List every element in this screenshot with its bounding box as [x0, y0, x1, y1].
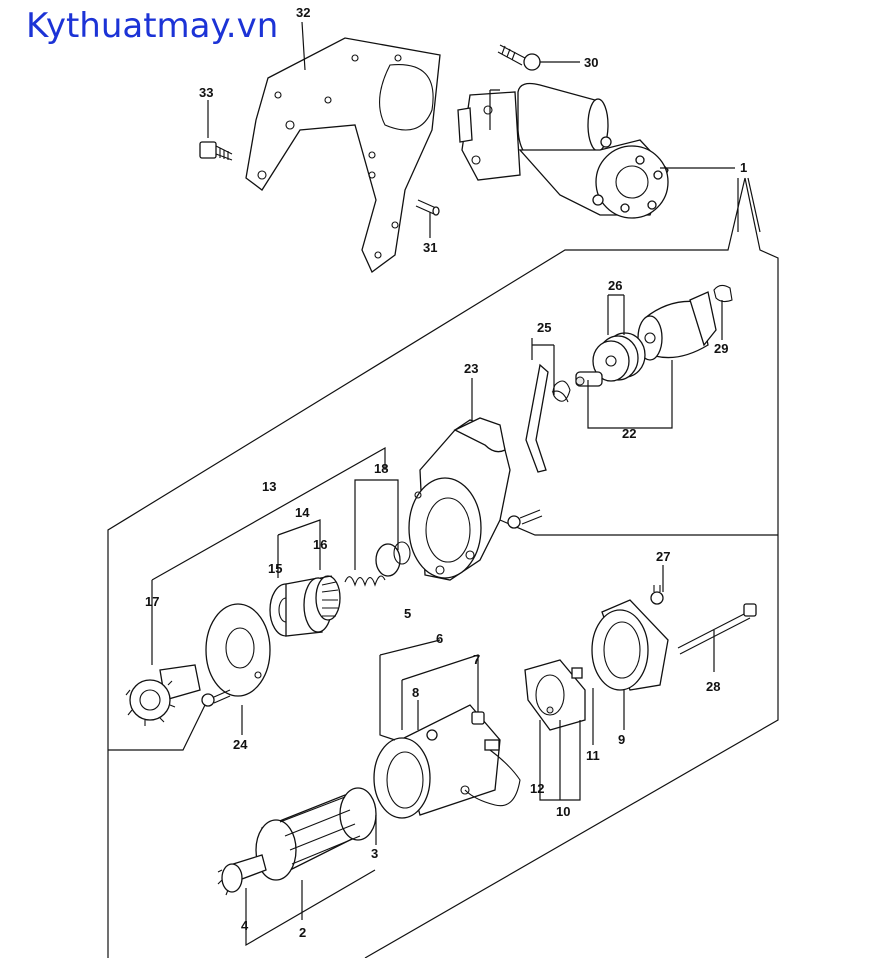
callout-6: 6: [436, 631, 443, 646]
callout-22: 22: [622, 426, 636, 441]
callout-12: 12: [530, 781, 544, 796]
watermark-text: Kythuatmay.vn: [26, 6, 279, 46]
through-bolt: [677, 603, 757, 655]
callout-33: 33: [199, 85, 213, 100]
callout-26: 26: [608, 278, 622, 293]
callout-14: 14: [295, 505, 310, 520]
armature: [217, 787, 377, 896]
callout-16: 16: [313, 537, 327, 552]
brush-holder: [524, 659, 586, 731]
spring-set: [344, 541, 411, 587]
solenoid: [575, 284, 733, 387]
cover-plate: [205, 603, 271, 697]
callout-23: 23: [464, 361, 478, 376]
callout-10: 10: [556, 804, 570, 819]
callout-5: 5: [404, 606, 411, 621]
overrunning-clutch: [269, 575, 341, 637]
drive-housing: [408, 417, 511, 581]
callout-7: 7: [473, 652, 480, 667]
field-yoke: [373, 704, 521, 819]
callout-8: 8: [412, 685, 419, 700]
callout-29: 29: [714, 341, 728, 356]
callout-17: 17: [145, 594, 159, 609]
callout-1: 1: [740, 160, 747, 175]
leader-lines: [151, 21, 735, 947]
pin-31: [415, 199, 440, 216]
rear-cover: [591, 599, 669, 691]
callout-31: 31: [423, 240, 437, 255]
callout-24: 24: [233, 737, 248, 752]
bolt-24: [201, 689, 231, 707]
callout-11: 11: [586, 748, 600, 763]
bolt-33: [199, 141, 233, 161]
housing-bolt: [507, 509, 543, 529]
callout-15: 15: [268, 561, 282, 576]
callout-27: 27: [656, 549, 670, 564]
starter-motor-assembly: [457, 82, 669, 219]
callout-2: 2: [299, 925, 306, 940]
bolt-30: [497, 44, 541, 71]
callout-32: 32: [296, 5, 310, 20]
callout-28: 28: [706, 679, 720, 694]
pinion-gear: [125, 664, 201, 726]
callout-4: 4: [241, 918, 249, 933]
callout-25: 25: [537, 320, 551, 335]
callout-30: 30: [584, 55, 598, 70]
bolt-27: [650, 585, 664, 605]
callout-18: 18: [374, 461, 388, 476]
callout-9: 9: [618, 732, 625, 747]
callout-3: 3: [371, 846, 378, 861]
callout-13: 13: [262, 479, 276, 494]
mounting-bracket: [245, 37, 441, 274]
shift-lever: [525, 363, 571, 473]
